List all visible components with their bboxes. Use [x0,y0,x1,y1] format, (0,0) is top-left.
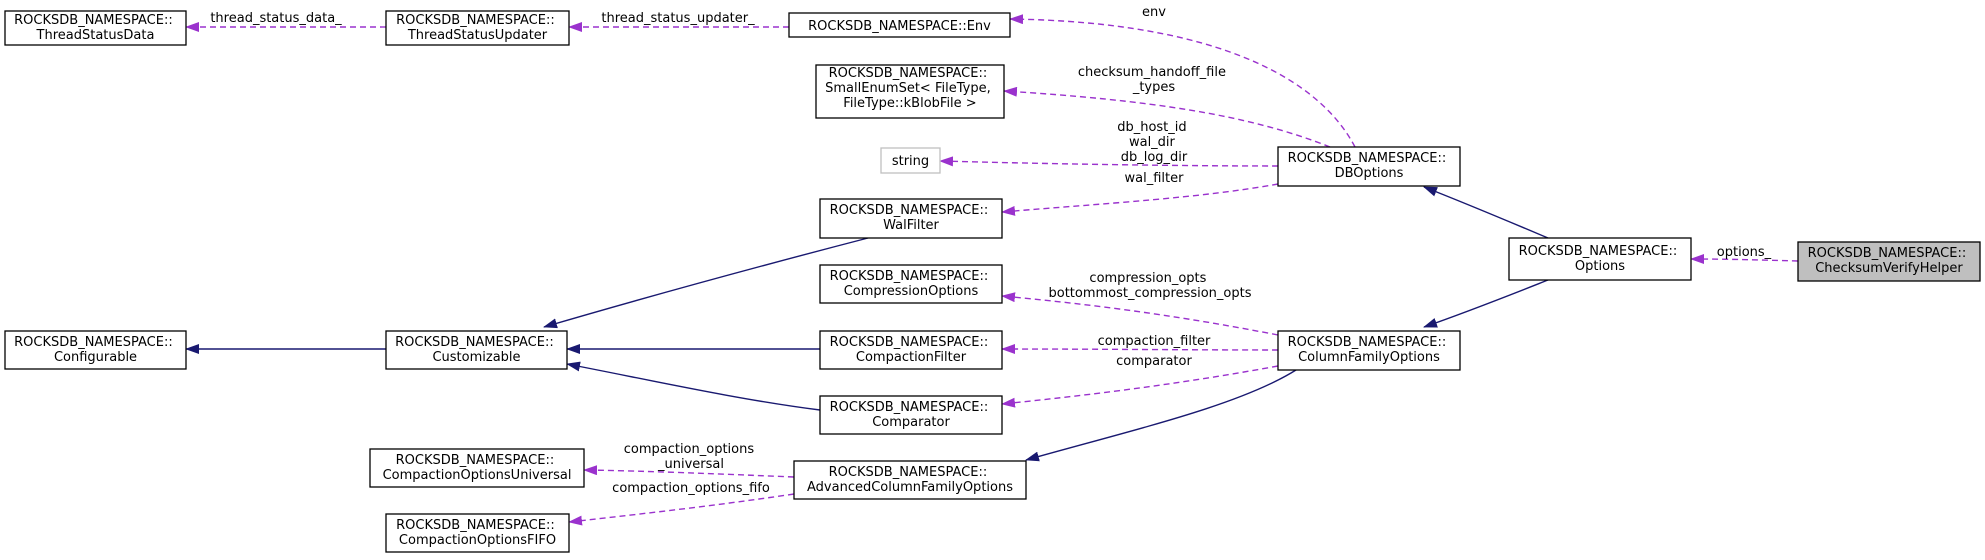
node-compressionoptions[interactable]: ROCKSDB_NAMESPACE:: CompressionOptions [819,264,1003,304]
node-comparator[interactable]: ROCKSDB_NAMESPACE:: Comparator [819,395,1003,435]
node-columnfamilyoptions[interactable]: ROCKSDB_NAMESPACE:: ColumnFamilyOptions [1277,330,1461,371]
edge-dboptions-to-env [1009,14,1356,148]
edge-label-compression-opts: compression_opts bottommost_compression_… [1048,271,1251,301]
edge-dboptions-to-string [939,156,1279,167]
svg-text:string: string [892,154,929,169]
node-compactionoptionsuniversal[interactable]: ROCKSDB_NAMESPACE:: CompactionOptionsUni… [369,448,585,488]
node-compactionoptionsfifo[interactable]: ROCKSDB_NAMESPACE:: CompactionOptionsFIF… [385,513,570,553]
edge-label-compaction-filter: compaction_filter [1098,334,1211,349]
edge-label-compaction-options-universal: compaction_options _universal [624,442,759,472]
svg-text:ROCKSDB_NAMESPACE:: DB: ROCKSDB_NAMESPACE:: DBOptions [1288,151,1451,181]
node-threadstatusupdater[interactable]: ROCKSDB_NAMESPACE:: ThreadStatusUpdater [385,10,570,46]
edge-columnfamilyoptions-to-advancedcolumnfamilyoptions [1025,369,1297,462]
node-env[interactable]: ROCKSDB_NAMESPACE::Env [788,12,1011,38]
edge-label-thread-status-data: thread_status_data_ [210,11,342,26]
svg-text:ROCKSDB_NAMESPACE:: Cu: ROCKSDB_NAMESPACE:: Customizable [395,335,558,365]
edge-dboptions-to-smallenumset [1003,86,1331,148]
edge-columnfamilyoptions-to-compactionfilter [1001,344,1279,355]
edge-label-thread-status-updater: thread_status_updater_ [601,11,755,26]
svg-text:ROCKSDB_NAMESPACE:: Ad: ROCKSDB_NAMESPACE:: AdvancedColumnFamily… [807,465,1013,495]
edge-walfilter-to-customizable [543,237,869,329]
svg-text:ROCKSDB_NAMESPACE:: Th: ROCKSDB_NAMESPACE:: ThreadStatusData [14,13,177,43]
edge-dboptions-to-walfilter [1001,183,1279,216]
svg-text:ROCKSDB_NAMESPACE:: Co: ROCKSDB_NAMESPACE:: CompactionOptionsFIF… [396,518,559,548]
node-checksumverifyhelper[interactable]: ROCKSDB_NAMESPACE:: ChecksumVerifyHelper [1797,241,1981,282]
node-smallenumset[interactable]: ROCKSDB_NAMESPACE:: SmallEnumSet< FileTy… [815,64,1005,119]
svg-text:ROCKSDB_NAMESPACE:: Co: ROCKSDB_NAMESPACE:: CompactionFilter [830,335,993,365]
node-options[interactable]: ROCKSDB_NAMESPACE:: Options [1508,237,1692,281]
node-configurable[interactable]: ROCKSDB_NAMESPACE:: Configurable [4,330,187,370]
edge-label-checksum-handoff: checksum_handoff_file _types [1078,65,1230,95]
edge-label-env: env [1142,5,1166,20]
edge-label-wal-filter: wal_filter [1125,171,1185,186]
node-string[interactable]: string [880,147,941,174]
svg-text:ROCKSDB_NAMESPACE:: Co: ROCKSDB_NAMESPACE:: CompressionOptions [830,269,993,299]
svg-text:ROCKSDB_NAMESPACE:: Wa: ROCKSDB_NAMESPACE:: WalFilter [830,203,993,233]
node-walfilter[interactable]: ROCKSDB_NAMESPACE:: WalFilter [819,198,1003,239]
svg-text:ROCKSDB_NAMESPACE:: Ch: ROCKSDB_NAMESPACE:: ChecksumVerifyHelper [1808,246,1971,276]
node-advancedcolumnfamilyoptions[interactable]: ROCKSDB_NAMESPACE:: AdvancedColumnFamily… [793,460,1027,500]
edge-label-compaction-options-fifo: compaction_options_fifo [612,481,770,496]
svg-text:ROCKSDB_NAMESPACE:: Th: ROCKSDB_NAMESPACE:: ThreadStatusUpdater [396,13,559,43]
svg-text:ROCKSDB_NAMESPACE:: Op: ROCKSDB_NAMESPACE:: Options [1519,244,1682,274]
node-customizable[interactable]: ROCKSDB_NAMESPACE:: Customizable [385,330,568,370]
svg-text:ROCKSDB_NAMESPACE:: Sm: ROCKSDB_NAMESPACE:: SmallEnumSet< FileTy… [825,66,995,111]
edge-advancedcolumnfamilyoptions-to-compactionoptionsfifo [568,493,795,526]
node-threadstatusdata[interactable]: ROCKSDB_NAMESPACE:: ThreadStatusData [4,10,187,46]
edge-label-options: options_ [1717,245,1772,260]
edge-advancedcolumnfamilyoptions-to-compactionoptionsuniversal [583,465,795,478]
edge-checksumverifyhelper-to-options [1690,254,1799,265]
svg-text:ROCKSDB_NAMESPACE:: Co: ROCKSDB_NAMESPACE:: ColumnFamilyOptions [1288,335,1451,365]
edge-options-to-dboptions [1423,186,1549,239]
edge-columnfamilyoptions-to-comparator [1001,365,1279,408]
edge-label-comparator: comparator [1116,354,1192,369]
edge-comparator-to-customizable [566,361,821,411]
node-compactionfilter[interactable]: ROCKSDB_NAMESPACE:: CompactionFilter [819,330,1003,370]
svg-text:ROCKSDB_NAMESPACE:: Co: ROCKSDB_NAMESPACE:: CompactionOptionsUni… [383,453,572,483]
svg-text:ROCKSDB_NAMESPACE::Env: ROCKSDB_NAMESPACE::Env [808,19,991,34]
svg-text:ROCKSDB_NAMESPACE:: Co: ROCKSDB_NAMESPACE:: Comparator [830,400,993,430]
edge-label-string-members: db_host_id wal_dir db_log_dir [1117,120,1191,165]
svg-text:ROCKSDB_NAMESPACE:: Co: ROCKSDB_NAMESPACE:: Configurable [14,335,177,365]
edge-columnfamilyoptions-to-compressionoptions [1001,292,1279,336]
edge-options-to-columnfamilyoptions [1423,279,1549,328]
node-dboptions[interactable]: ROCKSDB_NAMESPACE:: DBOptions [1277,146,1461,187]
